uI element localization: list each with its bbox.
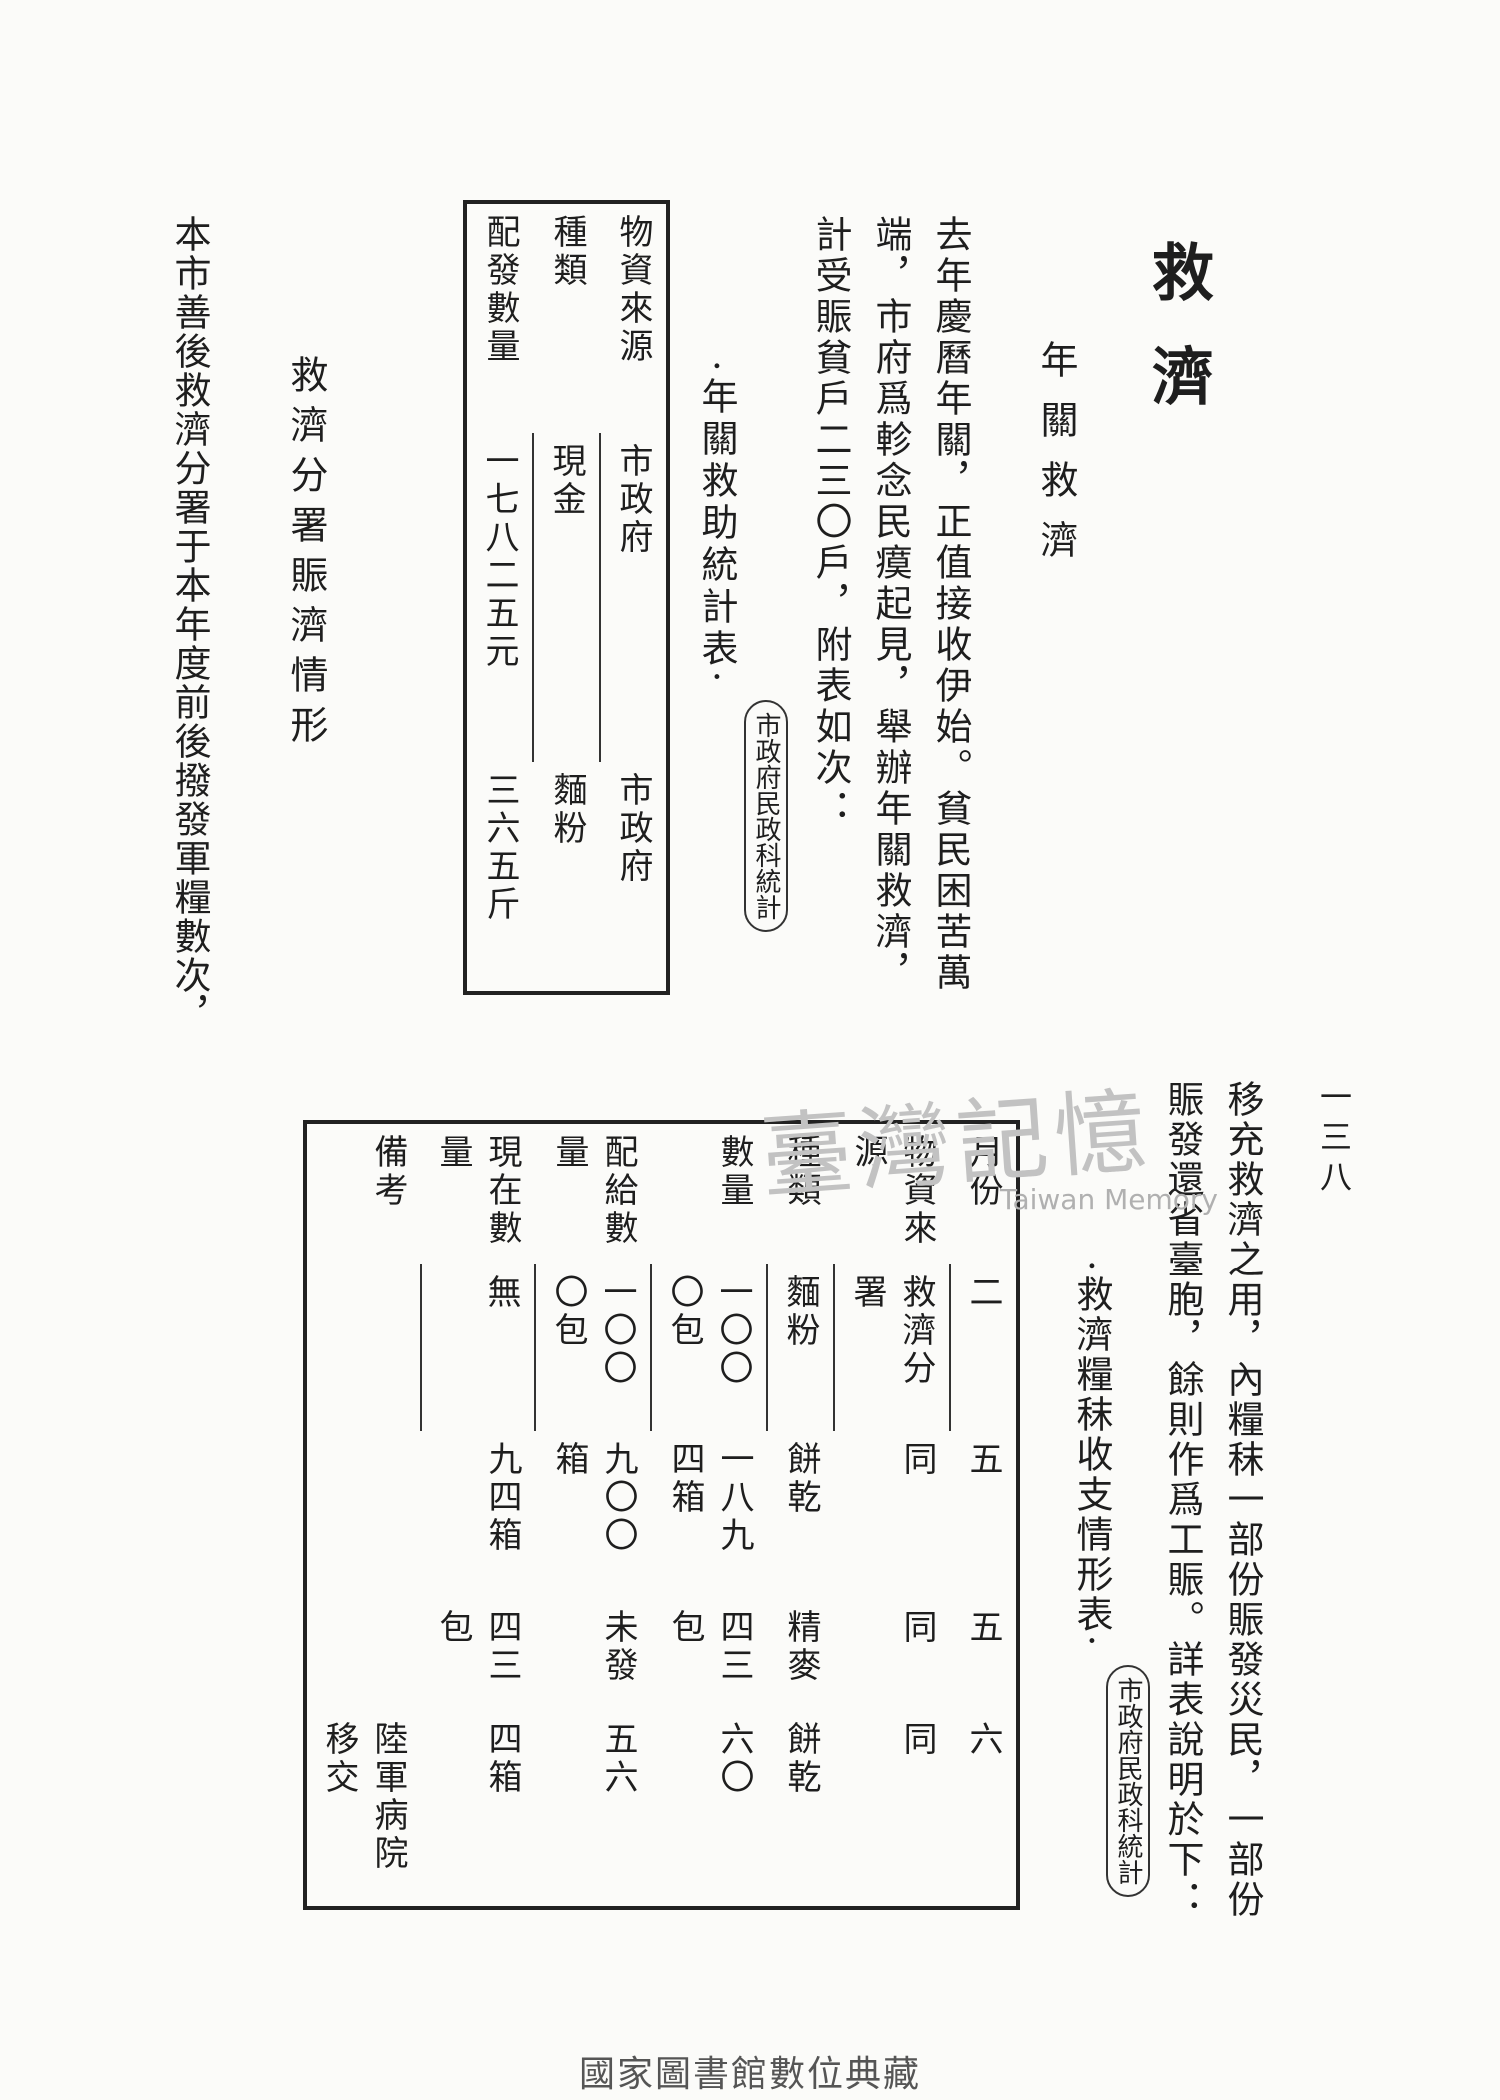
table-row: 配給數量 一〇〇〇包 九〇〇箱 未發 五六: [534, 1122, 651, 1908]
table2-cell: 九〇〇箱: [549, 1441, 638, 1556]
table2-cell: 一八九四箱: [665, 1441, 754, 1556]
table1-cell: 市政府: [613, 772, 653, 887]
table2-cell: 四三包: [433, 1608, 522, 1685]
table2-cell: 同: [897, 1608, 937, 1647]
table2-cell: 同: [897, 1721, 937, 1760]
table-row: 月份 二 五 五 六: [949, 1122, 1018, 1908]
table2-cell: 一〇〇〇包: [534, 1264, 651, 1432]
table2-header: 備考: [368, 1134, 408, 1210]
table1-cell: 一七八二五元: [464, 432, 533, 763]
table2-cell: 同: [897, 1441, 937, 1480]
table-row: 現在數量 無 九四箱 四三包 四箱: [420, 1122, 535, 1908]
table-row: 備考 陸軍病院移交: [304, 1122, 421, 1908]
section1-paragraph: 去年慶曆年關，正值接收伊始。貧民困苦萬端，市府爲軫念民瘼起見，舉辦年關救濟，計受…: [809, 215, 972, 994]
relief-table-1: 物資來源 市政府 市政府 種類 現金 麵粉 配發數量 一七八二五元 三六五斤: [463, 200, 670, 995]
table2-cell: 二: [949, 1264, 1018, 1432]
table2-cell: 一〇〇〇包: [650, 1264, 767, 1432]
table2-cell: 未發: [598, 1608, 638, 1685]
table2-header: 種類: [781, 1134, 821, 1210]
table-row: 種類 現金 麵粉: [532, 202, 600, 993]
table1-cell: 麵粉: [547, 772, 587, 849]
table2-cell: 無: [420, 1264, 535, 1432]
table2-cell: [304, 1264, 421, 1432]
table2-cell: 餅乾: [781, 1721, 821, 1798]
table2-cell: 麵粉: [766, 1264, 834, 1432]
table1-cell: 三六五斤: [480, 772, 520, 925]
table1-header-qty: 配發數量: [480, 214, 520, 366]
table2-cell: 五: [963, 1441, 1003, 1480]
table1-note: 市政府民政科統計: [744, 700, 788, 932]
section2-heading: 救濟分署賑濟情形: [284, 355, 328, 755]
table2-header: 物資來源: [848, 1134, 937, 1248]
table1-header-type: 種類: [547, 214, 587, 290]
relief-table-2: 月份 二 五 五 六 物資來源 救濟分署 同 同 同 種類 麵粉 餅乾 精麥 餅…: [303, 1120, 1020, 1910]
section2-paragraph-start: 本市善後救濟分署于本年度前後撥發軍糧數次，: [168, 215, 211, 1034]
section1-heading: 年關救濟: [1034, 340, 1078, 580]
table-row: 種類 麵粉 餅乾 精麥 餅乾: [766, 1122, 834, 1908]
table2-header: 配給數量: [549, 1134, 638, 1248]
table1-header-source: 物資來源: [613, 214, 653, 366]
table2-cell: 九四箱: [482, 1441, 522, 1556]
table2-header: 月份: [963, 1134, 1003, 1210]
table-row: 配發數量 一七八二五元 三六五斤: [464, 202, 533, 993]
table1-cell: 現金: [532, 432, 600, 763]
table-row: 物資來源 救濟分署 同 同 同: [833, 1122, 950, 1908]
table2-cell: 餅乾: [781, 1441, 821, 1518]
table2-cell: 救濟分署: [833, 1264, 950, 1432]
table2-cell: 六〇: [714, 1721, 754, 1798]
table1-cell: 市政府: [599, 432, 668, 763]
table2-cell: 五: [963, 1608, 1003, 1647]
table2-cell: 四三包: [665, 1608, 754, 1685]
footer-credit: 國家圖書館數位典藏: [578, 2054, 921, 2095]
table2-cell: 五六: [598, 1721, 638, 1798]
table2-cell: 四箱: [482, 1721, 522, 1798]
table2-cell: [305, 1599, 421, 1712]
table2-cell: 陸軍病院移交: [319, 1721, 408, 1874]
page-title: 救濟: [1141, 240, 1214, 448]
table2-note: 市政府民政科統計: [1106, 1665, 1150, 1897]
table1-caption: ·年關救助統計表·: [695, 360, 738, 688]
section2-paragraph-cont: 移充救濟之用，內糧秣一部份賑發災民，一部份賑發還省臺胞，餘則作爲工賑。詳表說明於…: [1161, 1080, 1264, 1920]
page-number: 一三八: [1315, 1080, 1353, 1200]
watermark-logo-en: Taiwan Memory: [1000, 1183, 1218, 1216]
table-row: 數量 一〇〇〇包 一八九四箱 四三包 六〇: [650, 1122, 767, 1908]
table2-header: 現在數量: [433, 1134, 522, 1248]
table2-cell: [305, 1431, 421, 1598]
table2-header: 數量: [714, 1134, 754, 1210]
table2-caption: ·救濟糧秣收支情形表·: [1070, 1260, 1113, 1650]
table2-cell: 六: [963, 1721, 1003, 1760]
table-row: 物資來源 市政府 市政府: [599, 202, 668, 993]
table2-cell: 精麥: [781, 1608, 821, 1685]
